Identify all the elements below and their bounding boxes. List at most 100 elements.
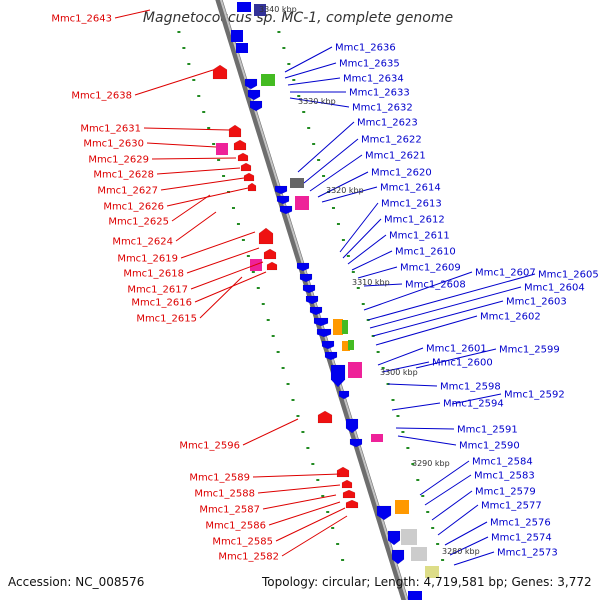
connector-line <box>317 171 369 198</box>
ruler-label: 3330 kbp <box>298 97 336 106</box>
left-gene-labels: Mmc1_2643Mmc1_2638Mmc1_2631Mmc1_2630Mmc1… <box>51 14 279 563</box>
connector-line <box>171 194 211 222</box>
connector-line <box>363 283 403 287</box>
gene-label-mmc1-2636: Mmc1_2636 <box>335 43 396 54</box>
connector-line <box>437 504 479 536</box>
gene-label-mmc1-2621: Mmc1_2621 <box>365 151 426 162</box>
gene-label-mmc1-2583: Mmc1_2583 <box>474 471 535 482</box>
gene-label-mmc1-2625: Mmc1_2625 <box>108 217 169 228</box>
gene-label-mmc1-2588: Mmc1_2588 <box>194 489 255 500</box>
connector-line <box>186 247 260 274</box>
connector-line <box>262 494 337 510</box>
gene-block-orange <box>333 319 343 335</box>
connector-line <box>397 435 457 446</box>
gene-arrow-blue <box>299 273 313 283</box>
gene-label-mmc1-2627: Mmc1_2627 <box>97 186 158 197</box>
gene-label-mmc1-2605: Mmc1_2605 <box>538 270 599 281</box>
connector-line <box>175 211 217 242</box>
gene-label-mmc1-2631: Mmc1_2631 <box>80 124 141 135</box>
gene-label-mmc1-2619: Mmc1_2619 <box>117 254 178 265</box>
gene-label-mmc1-2633: Mmc1_2633 <box>349 88 410 99</box>
connector-line <box>156 167 241 175</box>
connector-line <box>268 501 341 526</box>
gene-block-green <box>348 340 354 350</box>
connector-line <box>309 154 363 192</box>
connector-line <box>160 177 245 191</box>
connector-line <box>395 427 455 430</box>
connector-line <box>199 276 243 319</box>
gene-label-mmc1-2573: Mmc1_2573 <box>497 548 558 559</box>
connector-line <box>297 121 355 173</box>
connector-line <box>391 402 441 411</box>
gene-label-mmc1-2579: Mmc1_2579 <box>475 487 536 498</box>
connector-line <box>180 231 256 259</box>
gene-arrow-blue <box>387 530 401 546</box>
gene-label-mmc1-2618: Mmc1_2618 <box>123 269 184 280</box>
gene-arrow-blue <box>247 89 261 101</box>
gene-arrow-red <box>233 139 247 151</box>
connector-line <box>194 271 267 303</box>
gene-label-mmc1-2623: Mmc1_2623 <box>357 118 418 129</box>
gene-label-mmc1-2609: Mmc1_2609 <box>400 263 461 274</box>
gene-block-orange <box>342 341 350 351</box>
connector-line <box>363 271 473 311</box>
gene-label-mmc1-2600: Mmc1_2600 <box>432 358 493 369</box>
gene-label-mmc1-2632: Mmc1_2632 <box>352 103 413 114</box>
gene-label-mmc1-2603: Mmc1_2603 <box>506 297 567 308</box>
gene-block-lightgrey <box>401 529 417 545</box>
gene-arrow-blue <box>376 505 392 521</box>
gene-block-green <box>261 74 275 86</box>
ruler-label: 3320 kbp <box>326 186 364 195</box>
connector-line <box>252 473 341 478</box>
gene-arrow-red <box>240 162 252 172</box>
label-connectors <box>114 9 536 566</box>
gene-arrow-blue <box>391 549 405 565</box>
gene-arrow-red <box>247 182 257 192</box>
gene-block-pink <box>216 143 228 155</box>
gene-label-mmc1-2624: Mmc1_2624 <box>112 237 173 248</box>
gene-label-mmc1-2574: Mmc1_2574 <box>491 533 552 544</box>
ruler-label: 3280 kbp <box>442 547 480 556</box>
connector-line <box>114 9 151 19</box>
gene-arrow-red <box>317 410 333 424</box>
gene-arrow-blue <box>309 306 323 316</box>
connector-line <box>242 418 299 446</box>
ruler-label: 3300 kbp <box>380 368 418 377</box>
gene-arrow-red <box>266 261 278 271</box>
gene-arrow-blue <box>324 351 338 361</box>
gene-block-pink <box>295 196 309 210</box>
gene-arrow-blue <box>330 364 346 388</box>
gene-label-mmc1-2611: Mmc1_2611 <box>389 231 450 242</box>
gene-label-mmc1-2587: Mmc1_2587 <box>199 505 260 516</box>
connector-line <box>419 460 470 496</box>
gene-label-mmc1-2601: Mmc1_2601 <box>426 344 487 355</box>
connector-line <box>415 348 497 369</box>
gene-arrow-red <box>341 479 353 489</box>
gene-arrow-blue <box>274 185 288 195</box>
gene-block-yellow <box>425 566 439 578</box>
gene-block-blue <box>237 2 251 12</box>
connector-line <box>347 234 387 265</box>
gene-label-mmc1-2626: Mmc1_2626 <box>103 202 164 213</box>
gene-label-mmc1-2592: Mmc1_2592 <box>504 390 565 401</box>
connector-line <box>134 69 214 96</box>
connector-line <box>284 46 333 73</box>
connector-line <box>444 521 488 546</box>
gene-label-mmc1-2610: Mmc1_2610 <box>395 247 456 258</box>
connector-line <box>275 507 346 542</box>
gene-block-darkblue <box>254 4 266 16</box>
gene-arrow-blue <box>305 295 319 305</box>
gene-label-mmc1-2576: Mmc1_2576 <box>490 518 551 529</box>
gene-block-blue <box>408 591 422 600</box>
gene-label-mmc1-2629: Mmc1_2629 <box>88 155 149 166</box>
gene-arrow-blue <box>244 78 258 90</box>
gene-arrow-red <box>263 248 277 260</box>
gene-label-mmc1-2602: Mmc1_2602 <box>480 312 541 323</box>
connector-line <box>190 261 264 290</box>
ruler-label: 3310 kbp <box>352 278 390 287</box>
connector-line <box>303 138 359 184</box>
gene-block-grey <box>290 178 304 188</box>
gene-label-mmc1-2599: Mmc1_2599 <box>499 345 560 356</box>
connector-line <box>146 142 217 148</box>
